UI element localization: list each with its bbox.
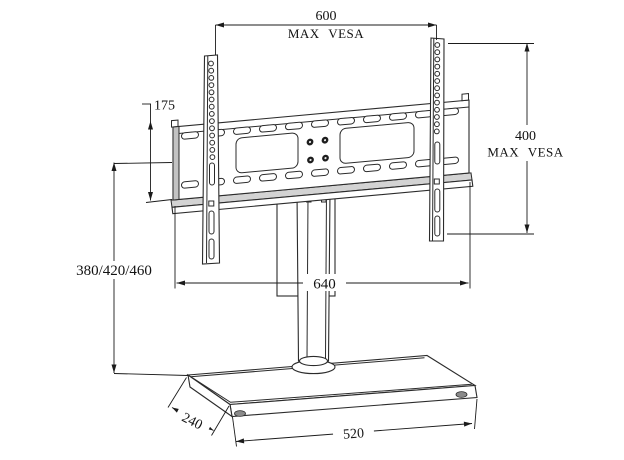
dim-400-value: 400 — [515, 129, 536, 144]
dim-column-heights: 380/420/460 — [65, 162, 189, 376]
plate-corner-tab-right — [461, 93, 469, 102]
dim-plate-height: 175 — [142, 99, 175, 203]
dim-520-value: 520 — [343, 426, 365, 443]
left-rail-holes — [208, 60, 216, 161]
base-foot-left — [234, 410, 246, 417]
dim-175-value: 175 — [154, 99, 175, 114]
dim-base-width: 520 — [232, 398, 478, 447]
left-rail-edge-line — [206, 55, 209, 264]
plate-slot-row-bottom — [181, 156, 459, 189]
plate-bottom-lip — [171, 179, 474, 215]
plate-window-right — [339, 122, 415, 164]
plate-left-fold — [172, 125, 180, 201]
left-vesa-rail — [201, 54, 221, 265]
dim-640-value: 640 — [313, 277, 336, 293]
plate-corner-tab-left — [171, 119, 179, 128]
dim-400-label: MAX VESA — [487, 145, 563, 160]
dim-380-420-460-value: 380/420/460 — [76, 263, 152, 279]
base-left-face — [187, 373, 233, 418]
left-rail-slot2 — [208, 210, 215, 235]
left-rail-square-hole — [208, 200, 215, 207]
right-vesa-rail — [428, 37, 445, 242]
left-rail-slot1 — [209, 162, 215, 186]
vesa-plate — [170, 93, 474, 215]
right-rail-holes — [433, 42, 441, 135]
base-glass-edge-line — [191, 376, 472, 403]
dim-right-height: 400 MAX VESA — [447, 43, 571, 235]
right-rail-slot3 — [434, 215, 441, 237]
plate-window-left — [235, 132, 299, 174]
left-rail-slot3 — [208, 238, 215, 260]
right-rail-slot2 — [434, 188, 441, 213]
dim-top-width: 600 MAX VESA — [215, 9, 437, 55]
base — [186, 354, 478, 418]
plate-slot-row-top — [181, 107, 459, 140]
column-collar-ring — [298, 355, 329, 367]
right-rail-edge-line — [432, 38, 435, 241]
right-rail-square-hole — [433, 178, 440, 185]
right-rail-slot1 — [434, 141, 441, 165]
plate-center-holes — [306, 136, 329, 164]
dim-600-value: 600 — [316, 9, 337, 24]
dim-bracket-width: 640 — [174, 182, 471, 293]
dim-600-label: MAX VESA — [288, 26, 364, 41]
base-foot-right — [455, 391, 468, 398]
